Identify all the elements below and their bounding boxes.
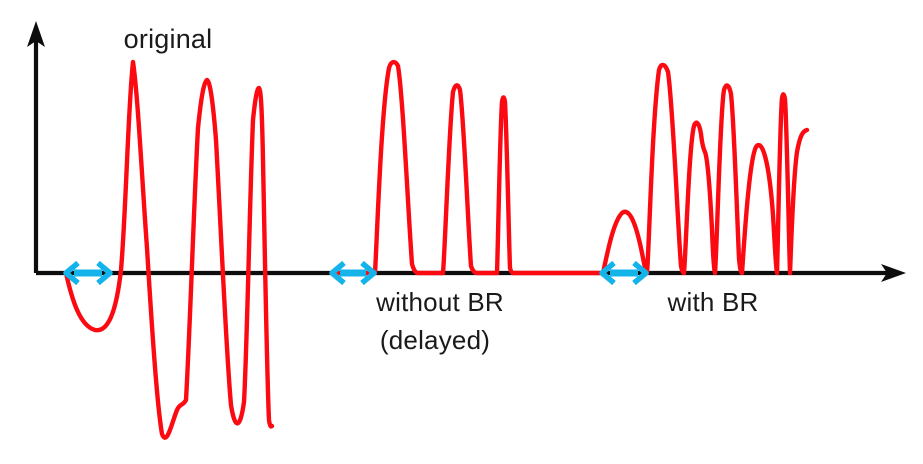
delay-span-with-br: [599, 260, 649, 286]
signal-trace-with-br: [600, 62, 810, 276]
delay-span-original-right-arrowhead: [96, 260, 113, 286]
label-with-br: with BR: [667, 287, 759, 317]
label-without-br-line2: (delayed): [380, 325, 490, 355]
delay-span-with-br-left-arrowhead: [599, 260, 616, 286]
horizontal-axis-arrowhead: [881, 264, 906, 282]
label-without-br-line1: without BR: [375, 287, 504, 317]
delay-span-original-left-arrowhead: [63, 260, 80, 286]
delay-span-without-br: [329, 260, 377, 286]
delay-span-markers-group: [63, 260, 649, 286]
label-original: original: [124, 24, 213, 54]
signal-trace-original: [63, 59, 275, 440]
labels-group: original without BR (delayed) with BR: [124, 24, 759, 355]
delay-span-without-br-left-arrowhead: [329, 260, 346, 286]
delay-span-with-br-right-arrowhead: [632, 260, 649, 286]
signal-traces-group: [63, 59, 810, 440]
axis-group: [27, 21, 906, 282]
signal-trace-without-br: [330, 59, 603, 276]
delay-span-original: [63, 260, 113, 286]
delay-span-without-br-right-arrowhead: [360, 260, 377, 286]
vertical-axis-arrowhead: [27, 21, 45, 47]
